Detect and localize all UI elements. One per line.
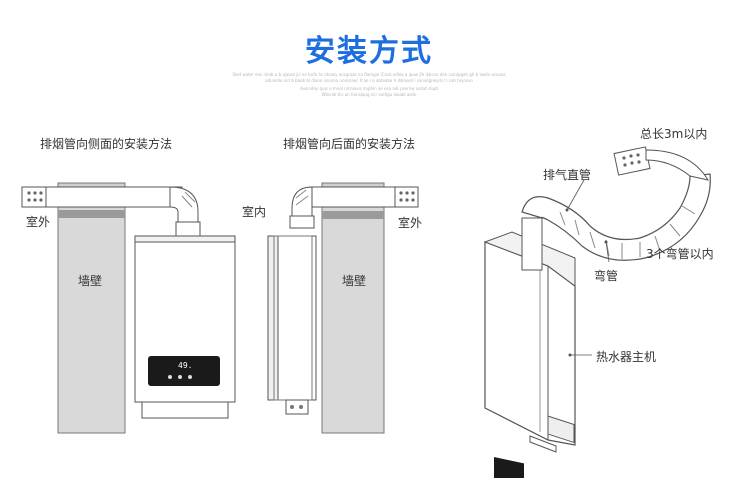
vent-hole <box>630 161 634 165</box>
middle-outdoor-label: 室外 <box>398 216 423 230</box>
right-wall-bracket <box>547 415 575 444</box>
vent-hole <box>27 198 31 202</box>
vent-hole <box>399 198 403 202</box>
vent-hole <box>33 198 37 202</box>
vent-hole <box>39 198 43 202</box>
vent-hole <box>39 191 43 195</box>
middle-wall-label: 墙壁 <box>342 274 367 288</box>
middle-elbow-pipe <box>291 186 313 219</box>
exhaust-pipe-label: 排气直管 <box>543 168 592 182</box>
right-heater-display-panel <box>494 457 524 478</box>
right-pipe-connector <box>645 149 710 181</box>
middle-installation-diagram <box>267 182 419 434</box>
vent-hole <box>622 156 626 160</box>
right-installation-diagram <box>483 146 711 478</box>
left-diagram-caption: 排烟管向侧面的安装方法 <box>40 137 173 151</box>
left-wall-vent-band <box>58 210 125 218</box>
left-pipe-terminal <box>21 186 47 208</box>
right-pipe-terminal <box>613 146 651 176</box>
vent-hole <box>623 163 627 167</box>
control-knob <box>188 375 192 379</box>
control-knob <box>178 375 182 379</box>
total-length-label: 总长3m以内 <box>640 127 708 141</box>
vent-hole <box>405 198 409 202</box>
vent-hole <box>636 153 640 157</box>
leader-line-elbow <box>605 241 610 263</box>
middle-pipe-terminal <box>394 186 419 208</box>
vent-hole <box>637 160 641 164</box>
middle-indoor-label: 室内 <box>242 205 267 219</box>
heater-unit-label: 热水器主机 <box>596 350 657 364</box>
elbow-label: 弯管 <box>594 269 619 283</box>
page-title: 安装方式 <box>305 34 433 69</box>
vent-hole <box>33 191 37 195</box>
middle-wall <box>321 182 385 434</box>
left-wall <box>57 182 126 434</box>
elbow-count-label: 3个弯管以内 <box>646 247 714 261</box>
left-outdoor-label: 室外 <box>26 215 51 229</box>
control-knob <box>168 375 172 379</box>
right-vertical-exhaust-pipe <box>521 217 543 271</box>
fine-print-line: Wtosile tlis an tinnsiqug ncr ieoitgu le… <box>321 92 417 97</box>
fine-print-line: adunidio inrl b baab bl diano nsonaa nce… <box>265 78 473 83</box>
middle-heater-fittings <box>285 399 309 415</box>
fine-print-line: Slod water enc nimb a b ajaosz jic en bu… <box>232 72 506 77</box>
vent-hole <box>405 191 409 195</box>
vent-hole <box>411 198 415 202</box>
left-heater-bottom <box>141 401 229 419</box>
vent-hole <box>629 154 633 158</box>
left-elbow-pipe <box>169 186 199 225</box>
left-installation-diagram: 49. <box>21 182 236 434</box>
display-reading: 49. <box>178 361 192 370</box>
vent-hole <box>399 191 403 195</box>
vent-hole <box>27 191 31 195</box>
middle-wall-vent-band <box>322 211 384 219</box>
right-flexible-elbow-pipe <box>521 173 711 261</box>
fine-print-line: Ausindey quis u mnol nlcnlovis mqihin ae… <box>299 86 439 91</box>
left-wall-label: 墙壁 <box>78 274 103 288</box>
leader-line-exhaust-pipe <box>566 179 585 211</box>
right-heater-feet <box>529 435 557 453</box>
middle-diagram-caption: 排烟管向后面的安装方法 <box>283 137 416 151</box>
vent-hole <box>411 191 415 195</box>
left-heater-display-panel <box>148 356 220 386</box>
